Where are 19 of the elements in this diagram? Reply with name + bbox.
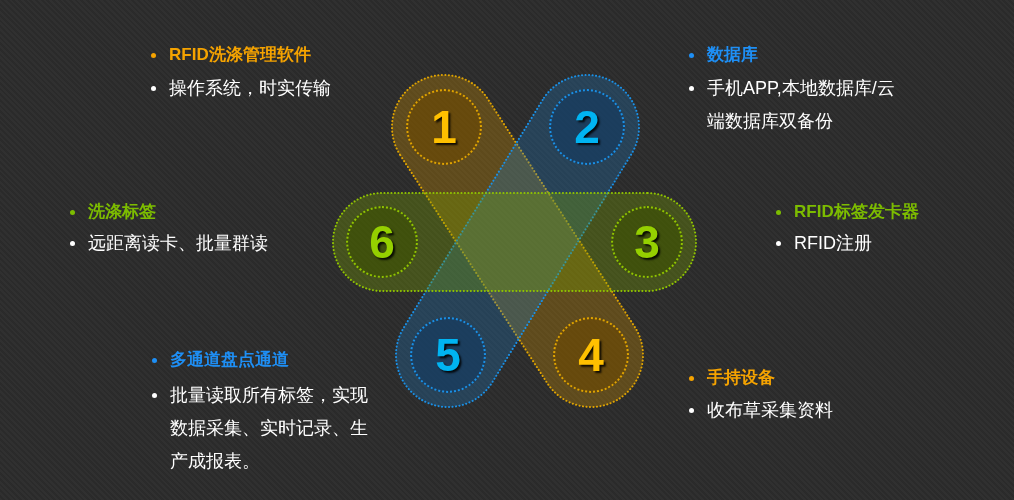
feature-description: 手机APP,本地数据库/云端数据库双备份 xyxy=(707,76,896,133)
pill-band xyxy=(333,193,696,291)
feature-title: RFID标签发卡器 xyxy=(794,201,919,223)
number-circle: 3 xyxy=(611,206,683,278)
number-circle: 1 xyxy=(406,89,482,165)
number-circle: 2 xyxy=(549,89,625,165)
number-circle: 4 xyxy=(553,317,629,393)
feature-title: RFID洗涤管理软件 xyxy=(169,44,311,66)
feature-description: RFID注册 xyxy=(794,231,873,255)
feature-title: 多通道盘点通道 xyxy=(170,349,289,371)
feature-description: 操作系统，时实传输 xyxy=(169,76,332,100)
feature-title: 手持设备 xyxy=(707,367,775,389)
feature-description: 远距离读卡、批量群读 xyxy=(88,231,269,255)
number-circle: 6 xyxy=(346,206,418,278)
feature-title: 数据库 xyxy=(707,44,758,66)
number-circle: 5 xyxy=(410,317,486,393)
feature-description: 收布草采集资料 xyxy=(707,398,834,422)
feature-title: 洗涤标签 xyxy=(88,201,156,223)
feature-description: 批量读取所有标签，实现数据采集、实时记录、生产成报表。 xyxy=(170,383,369,473)
